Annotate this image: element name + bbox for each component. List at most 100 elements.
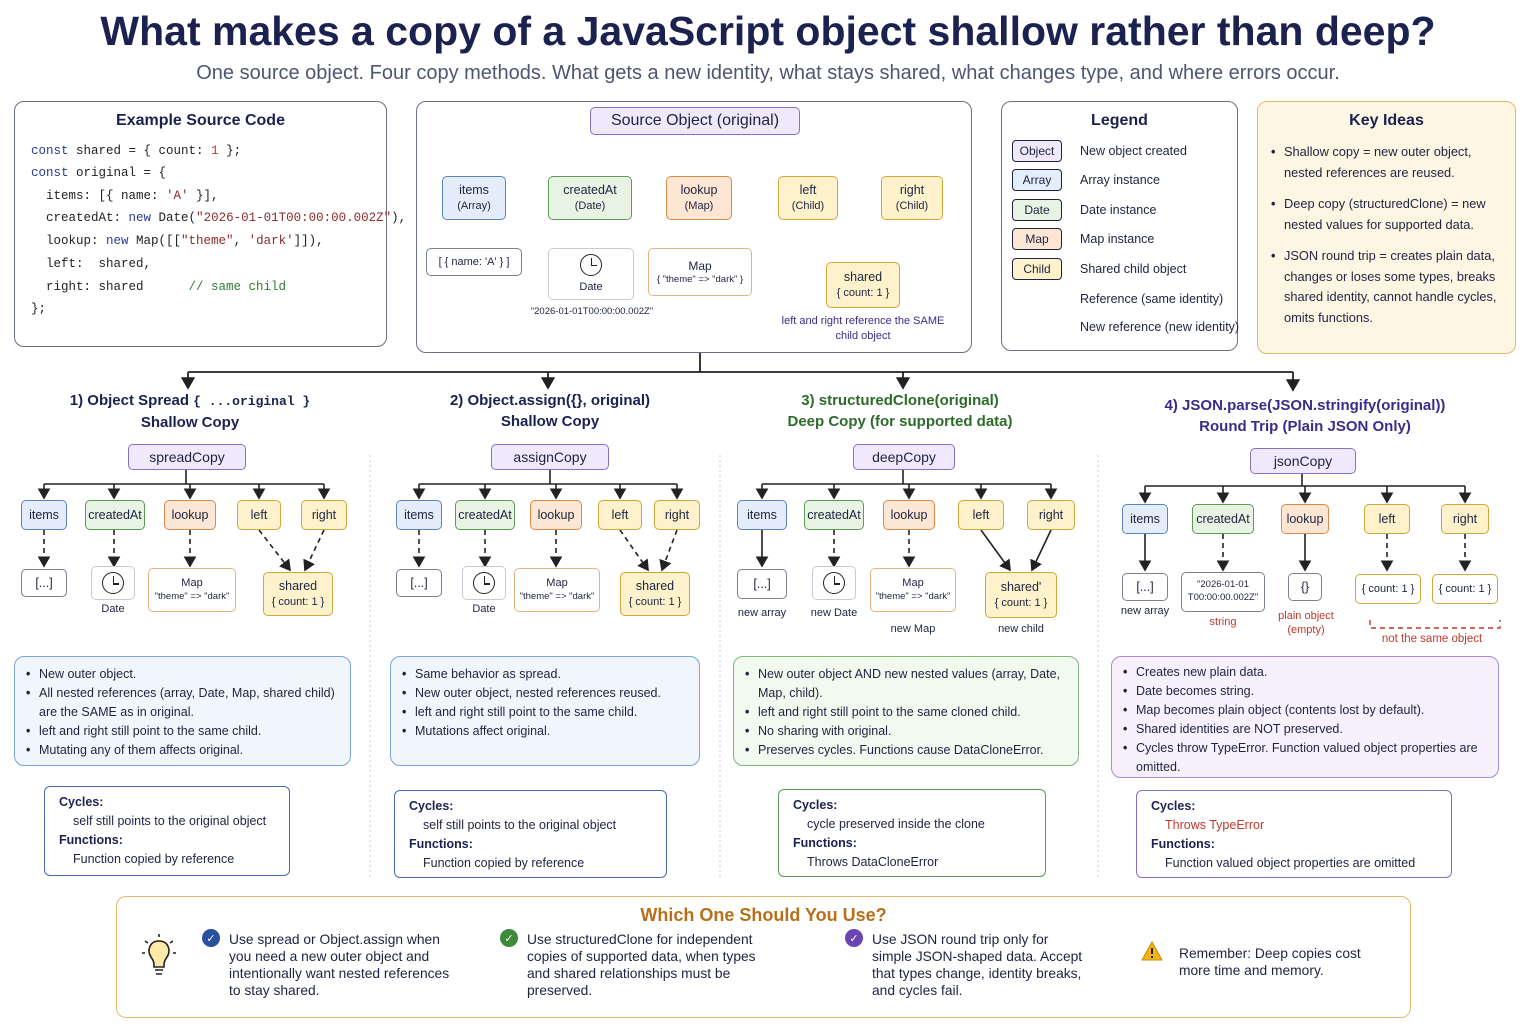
key-ideas-list: Shallow copy = new outer object, nested … xyxy=(1270,142,1510,328)
cycles-label: Cycles: xyxy=(1151,799,1196,813)
m1-node-left: left xyxy=(237,500,281,530)
bullet: New outer object. xyxy=(25,665,347,684)
map-value: "theme" => "dark" xyxy=(875,591,951,603)
shared-label: shared xyxy=(843,270,883,285)
code-line: const shared = { count: 1 }; xyxy=(31,144,242,158)
m1-date-label: Date xyxy=(101,603,125,615)
m1-date-box xyxy=(91,566,135,600)
legend-tag: Array xyxy=(1012,169,1062,191)
source-shared-note: left and right reference the SAME child … xyxy=(781,315,945,342)
map-value: "theme" => "dark" xyxy=(519,591,595,603)
bullet: Mutating any of them affects original. xyxy=(25,741,347,760)
m1-cycles-box: Cycles: self still points to the origina… xyxy=(44,786,290,876)
m2-date-label: Date xyxy=(472,603,496,615)
map-label: Map xyxy=(688,258,712,273)
shared-label: shared' xyxy=(1000,580,1042,595)
m3-node-lookup: lookup xyxy=(883,500,935,530)
cycles-text: Throws TypeError xyxy=(1165,818,1265,832)
code-line: items: [{ name: 'A' }], xyxy=(31,189,219,203)
legend-row-object: Object New object created xyxy=(1012,140,1187,162)
clock-icon xyxy=(823,572,845,594)
functions-text: Throws DataCloneError xyxy=(807,855,939,869)
m1-bullets-panel: New outer object. All nested references … xyxy=(14,656,351,766)
method-3-header: 3) structuredClone(original)Deep Copy (f… xyxy=(750,390,1050,432)
bullet: All nested references (array, Date, Map,… xyxy=(25,684,347,722)
node-type: (Child) xyxy=(895,200,929,213)
m4-bullets-panel: Creates new plain data. Date becomes str… xyxy=(1111,656,1499,778)
functions-label: Functions: xyxy=(1151,837,1215,851)
m3-date-box xyxy=(812,566,856,600)
functions-label: Functions: xyxy=(793,836,857,850)
source-shared-box: shared{ count: 1 } xyxy=(826,262,900,308)
m3-node-items: items xyxy=(737,500,787,530)
functions-label: Functions: xyxy=(59,833,123,847)
m4-right-value: { count: 1 } xyxy=(1432,574,1498,604)
method-4-header: 4) JSON.parse(JSON.stringify(original))R… xyxy=(1115,395,1495,437)
key-idea: JSON round trip = creates plain data, ch… xyxy=(1270,246,1510,328)
method-2-header: 2) Object.assign({}, original)Shallow Co… xyxy=(400,390,700,432)
cycles-label: Cycles: xyxy=(409,799,454,813)
source-date-value: "2026-01-01T00:00:00.002Z" xyxy=(530,306,654,317)
deepcopy-root: deepCopy xyxy=(853,444,955,470)
code-line: left: shared, xyxy=(31,257,152,271)
warning-icon xyxy=(1141,941,1163,961)
which-item-structuredclone: Use structuredClone for independent copi… xyxy=(527,932,756,998)
code-panel: Example Source Code const shared = { cou… xyxy=(14,101,406,347)
m2-node-createdat: createdAt xyxy=(455,500,515,530)
node-type: (Child) xyxy=(791,200,825,213)
code-text: shared = { count: 1 }; xyxy=(76,144,242,158)
node-type: (Map) xyxy=(684,200,714,213)
legend-text: New object created xyxy=(1080,144,1188,158)
m4-date-string: "2026-01-01 T00:00:00.002Z" xyxy=(1181,572,1265,612)
m4-node-right: right xyxy=(1441,504,1489,534)
m3-shared-box: shared' { count: 1 } xyxy=(985,572,1057,618)
m3-node-right: right xyxy=(1027,500,1075,530)
map-label: Map xyxy=(902,577,924,590)
m3-map-box: Map"theme" => "dark" xyxy=(870,568,956,612)
bullet: Preserves cycles. Functions cause DataCl… xyxy=(744,741,1076,760)
cycles-text: self still points to the original object xyxy=(73,814,267,828)
key-ideas-title: Key Ideas xyxy=(1349,112,1424,129)
cycles-text: self still points to the original object xyxy=(423,818,617,832)
m2-shared-box: shared{ count: 1 } xyxy=(620,572,690,616)
m1-bullets: New outer object. All nested references … xyxy=(25,665,347,760)
key-ideas-panel: Key Ideas Shallow copy = new outer objec… xyxy=(1257,101,1516,354)
node-name: items xyxy=(459,183,489,198)
shared-value: { count: 1 } xyxy=(994,597,1048,610)
m2-node-lookup: lookup xyxy=(530,500,582,530)
bullet: New outer object AND new nested values (… xyxy=(744,665,1076,703)
m2-date-box xyxy=(462,566,506,600)
page-title: What makes a copy of a JavaScript object… xyxy=(100,8,1436,54)
legend-tag: Date xyxy=(1012,199,1062,221)
lightbulb-icon xyxy=(142,934,176,975)
check-icon: ✓ xyxy=(845,929,863,947)
key-idea: Deep copy (structuredClone) = new nested… xyxy=(1270,194,1510,235)
m2-node-right: right xyxy=(654,500,700,530)
node-name: left xyxy=(799,183,817,198)
m3-bullets: New outer object AND new nested values (… xyxy=(744,665,1076,760)
page-subtitle: One source object. Four copy methods. Wh… xyxy=(196,62,1340,84)
which-item-spread: Use spread or Object.assign when you nee… xyxy=(229,932,450,998)
shared-value: { count: 1 } xyxy=(271,596,325,609)
legend-tag: Map xyxy=(1012,228,1062,250)
date-label: Date xyxy=(579,280,603,293)
m3-node-createdat: createdAt xyxy=(804,500,864,530)
clock-icon xyxy=(473,572,495,594)
method-1-header: 1) Object Spread { ...original }Shallow … xyxy=(40,390,340,433)
m1-items-value: [...] xyxy=(21,569,67,597)
bullet: Same behavior as spread. xyxy=(401,665,697,684)
m4-node-lookup: lookup xyxy=(1281,504,1329,534)
method-title: 2) Object.assign({}, original) xyxy=(449,392,651,409)
which-panel: Which One Should You Use? ✓ Use spread o… xyxy=(116,896,1411,1018)
code-line: const original = { xyxy=(31,166,167,180)
m4-node-createdat: createdAt xyxy=(1192,504,1254,534)
method-title: 1) Object Spread xyxy=(69,392,194,409)
source-date-box: Date xyxy=(548,248,634,300)
map-value: "theme" => "dark" xyxy=(154,591,230,603)
source-node-left: left (Child) xyxy=(778,176,838,220)
bullet: Date becomes string. xyxy=(1122,682,1494,701)
legend-tag: Object xyxy=(1012,140,1062,162)
m4-not-same-caption: not the same object xyxy=(1381,633,1483,645)
which-title: Which One Should You Use? xyxy=(640,905,887,925)
